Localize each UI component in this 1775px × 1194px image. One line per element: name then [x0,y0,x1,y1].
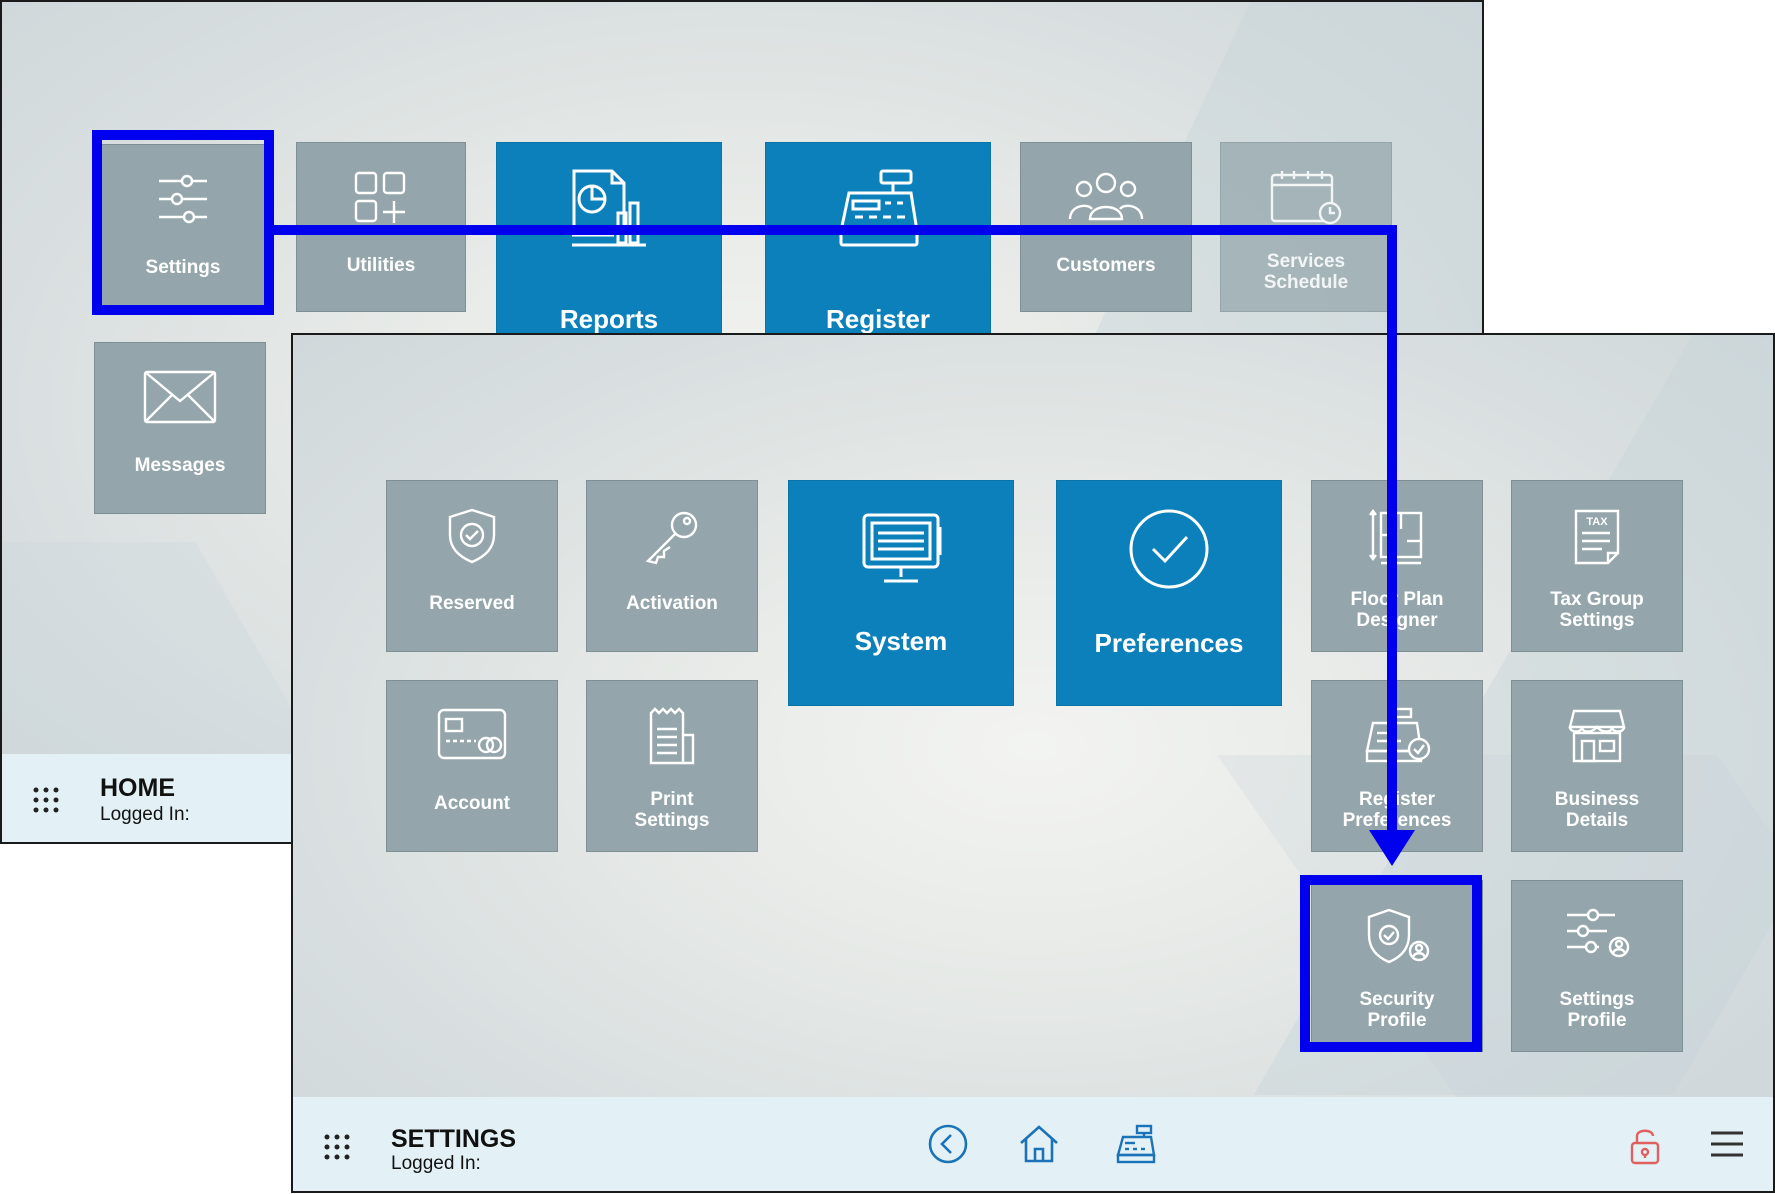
tax-icon-text: TAX [1586,516,1608,528]
app-grid-icon[interactable] [323,1133,351,1166]
tile-label: Print Settings [634,789,710,831]
login-status: Logged In: [100,804,190,825]
tile-label: Security Profile [1359,989,1435,1031]
shield-user-icon [1312,907,1482,965]
lock-icon[interactable] [1629,1125,1661,1170]
tile-settings-profile[interactable]: Settings Profile [1511,880,1683,1052]
tile-label: Customers [1056,255,1156,276]
tile-label: Account [434,793,510,814]
tile-label: Settings Profile [1559,989,1635,1031]
tile-preferences[interactable]: Preferences [1056,480,1282,706]
page-title: HOME [100,774,175,802]
flow-arrow-head [1369,830,1415,866]
tile-messages[interactable]: Messages [94,342,266,514]
highlight-settings-tile [92,130,274,315]
credit-card-icon [387,707,557,761]
settings-footer-bar: SETTINGS Logged In: [293,1097,1773,1191]
back-icon[interactable] [927,1123,969,1170]
tile-label: Services Schedule [1263,251,1349,293]
tile-settings[interactable]: Settings [98,144,268,312]
menu-icon[interactable] [1709,1129,1745,1164]
tile-account[interactable]: Account [386,680,558,852]
tile-reports[interactable]: Reports [496,142,722,342]
home-icon[interactable] [1017,1123,1061,1170]
tile-reserved[interactable]: Reserved [386,480,558,652]
settings-screen: Reserved Activation System Prefe [291,333,1775,1193]
key-icon [587,507,757,567]
shield-check-icon [387,507,557,565]
highlight-security-profile-tile [1300,875,1482,1052]
tile-label: Reports [559,304,659,334]
tile-activation[interactable]: Activation [586,480,758,652]
tile-tax-group-settings[interactable]: TAX Tax Group Settings [1511,480,1683,652]
tile-system[interactable]: System [788,480,1014,706]
tile-label: Utilities [346,255,416,276]
tile-security-profile[interactable]: Security Profile [1311,880,1483,1052]
tile-label: Register [825,304,931,334]
sliders-user-icon [1512,907,1682,963]
apps-add-icon [297,169,465,227]
tile-business-details[interactable]: Business Details [1511,680,1683,852]
login-status: Logged In: [391,1153,481,1174]
tile-label: System [854,626,948,656]
storefront-icon [1512,707,1682,765]
flow-arrow-line [272,225,1397,838]
tile-label: Messages [134,455,226,476]
calendar-clock-icon [1221,169,1391,227]
tile-label: Tax Group Settings [1550,589,1644,631]
tile-label: Reserved [429,593,515,614]
tile-label: Settings [145,257,221,278]
tile-label: Preferences [1094,628,1244,658]
tile-label: Business Details [1554,789,1640,831]
tax-document-icon: TAX [1512,507,1682,567]
pos-terminal-icon [789,511,1013,587]
envelope-icon [95,369,265,425]
check-circle-icon [1057,507,1281,591]
customers-group-icon [1021,169,1191,225]
register-icon[interactable] [1115,1123,1157,1170]
tile-label: Activation [626,593,718,614]
sliders-icon [99,171,267,227]
page-title: SETTINGS [391,1125,517,1153]
receipt-icon [587,707,757,767]
app-grid-icon[interactable] [32,786,60,819]
tile-register[interactable]: Register [765,142,991,342]
tile-print-settings[interactable]: Print Settings [586,680,758,852]
